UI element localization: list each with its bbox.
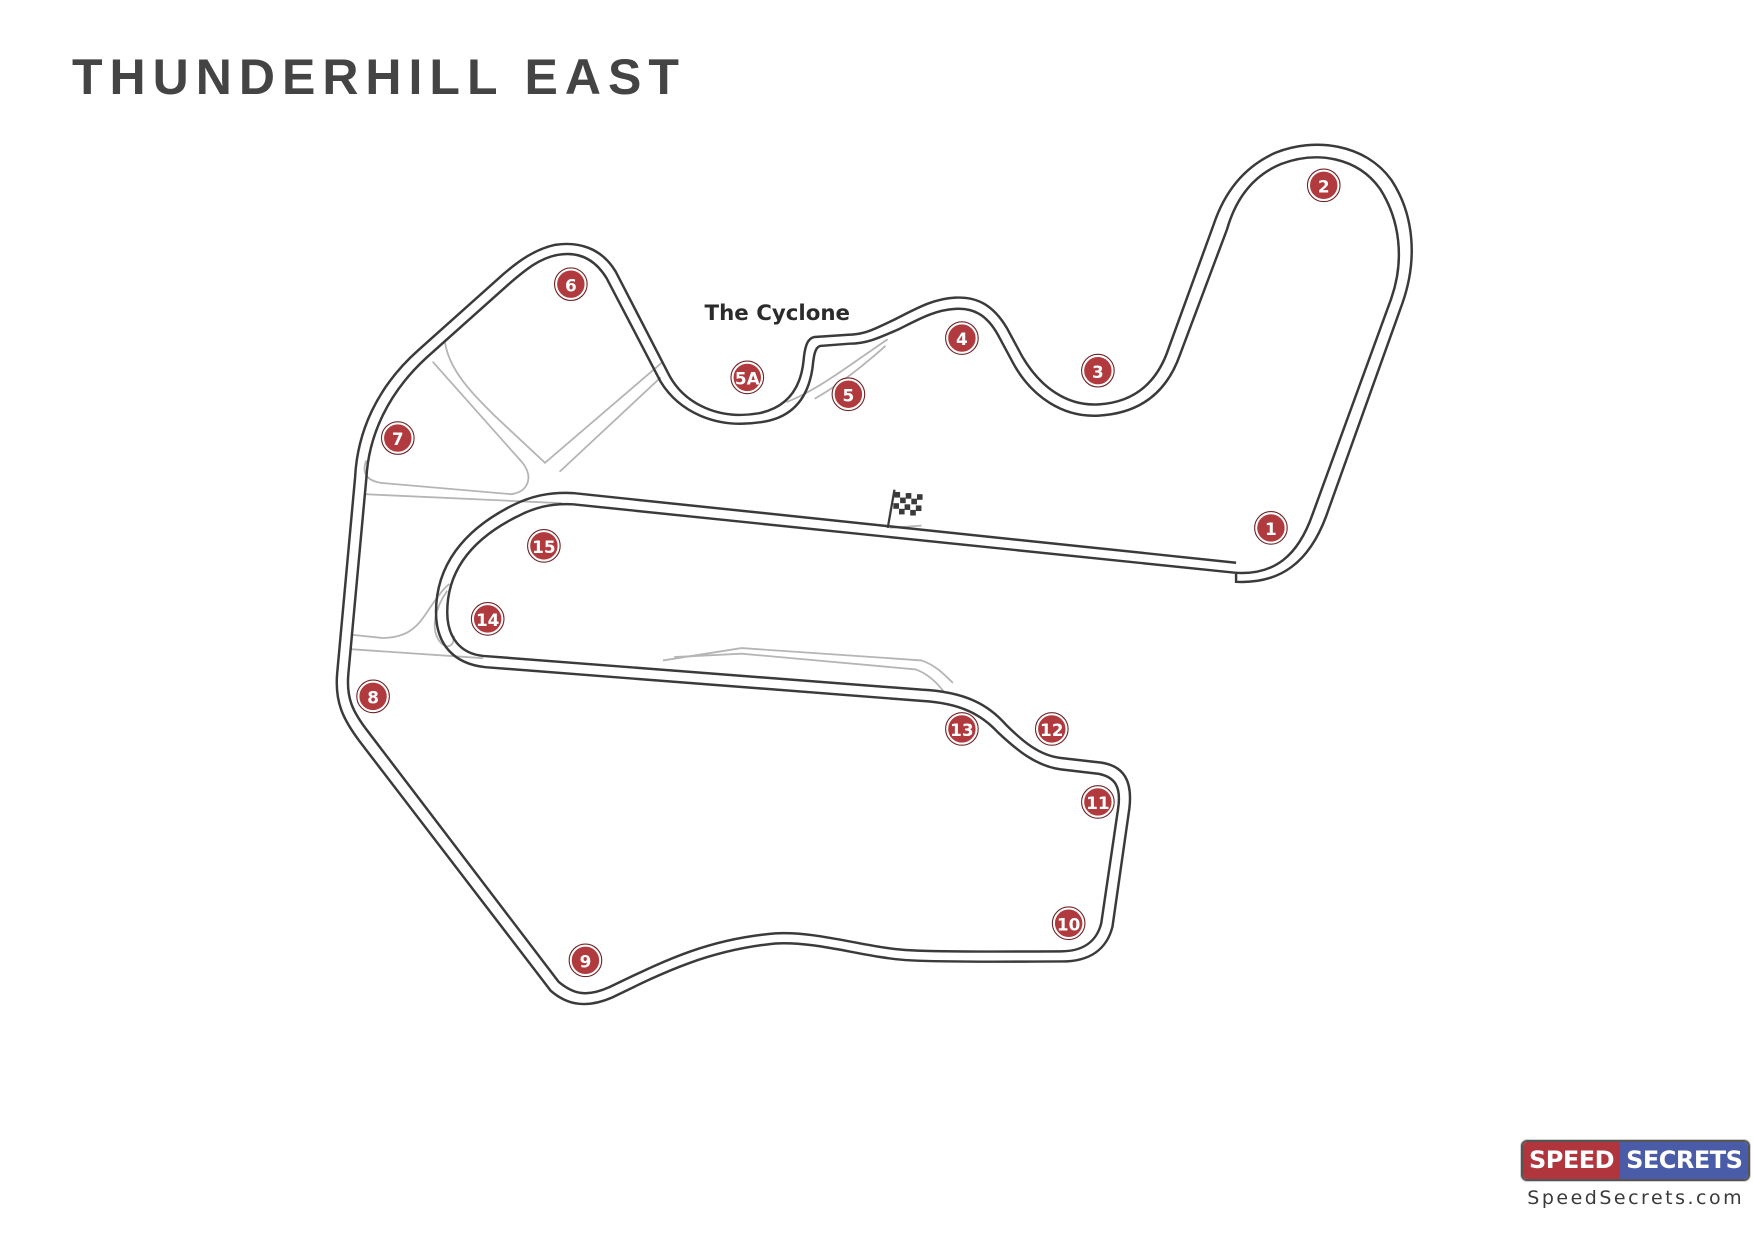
turn-badge-6: 6 [553,267,588,302]
cyclone-label: The Cyclone [705,301,850,326]
turn-badge-7: 7 [380,421,415,455]
turn-badge-2: 2 [1306,168,1341,203]
speed-secrets-logo[interactable]: SPEED SECRETS SpeedSecrets.com [1521,1140,1751,1209]
svg-text:2: 2 [1318,176,1330,196]
svg-text:14: 14 [476,610,499,630]
track-inner-edge [346,156,1401,995]
turn-badge-11: 11 [1081,785,1115,819]
turn-badge-9: 9 [568,943,603,978]
svg-text:11: 11 [1086,793,1109,813]
logo-box: SPEED SECRETS [1521,1140,1751,1181]
svg-text:4: 4 [956,329,968,349]
svg-text:7: 7 [392,429,404,449]
turn-badge-1: 1 [1254,511,1288,545]
track-title: THUNDERHILL EAST [72,49,686,105]
svg-text:13: 13 [950,720,973,740]
turn-badge-12: 12 [1034,712,1069,746]
turn-badge-15: 15 [527,529,561,563]
turn-badge-3: 3 [1081,353,1115,388]
svg-text:6: 6 [565,275,577,295]
turn-badge-4: 4 [945,321,979,355]
svg-text:10: 10 [1057,914,1080,934]
turn-badge-14: 14 [470,602,505,636]
svg-text:5A: 5A [735,369,760,389]
svg-text:15: 15 [532,537,555,557]
svg-text:5: 5 [843,385,855,405]
turn-badge-13: 13 [945,712,979,746]
turn-badge-5: 5 [831,377,866,412]
svg-text:3: 3 [1092,362,1104,382]
checkered-flag-icon [886,489,923,529]
logo-word-speed: SPEED [1523,1142,1621,1179]
svg-text:1: 1 [1265,519,1277,539]
logo-word-secrets: SECRETS [1620,1142,1749,1179]
svg-text:9: 9 [580,951,592,971]
turn-badge-8: 8 [356,679,390,714]
svg-text:12: 12 [1040,720,1063,740]
svg-text:8: 8 [367,688,379,708]
service-roads [350,338,954,693]
turn-badge-10: 10 [1051,906,1086,941]
track-outer-edge [335,143,1413,1006]
turn-badge-5a: 5A [730,360,765,395]
logo-url-link[interactable]: SpeedSecrets.com [1527,1187,1745,1209]
